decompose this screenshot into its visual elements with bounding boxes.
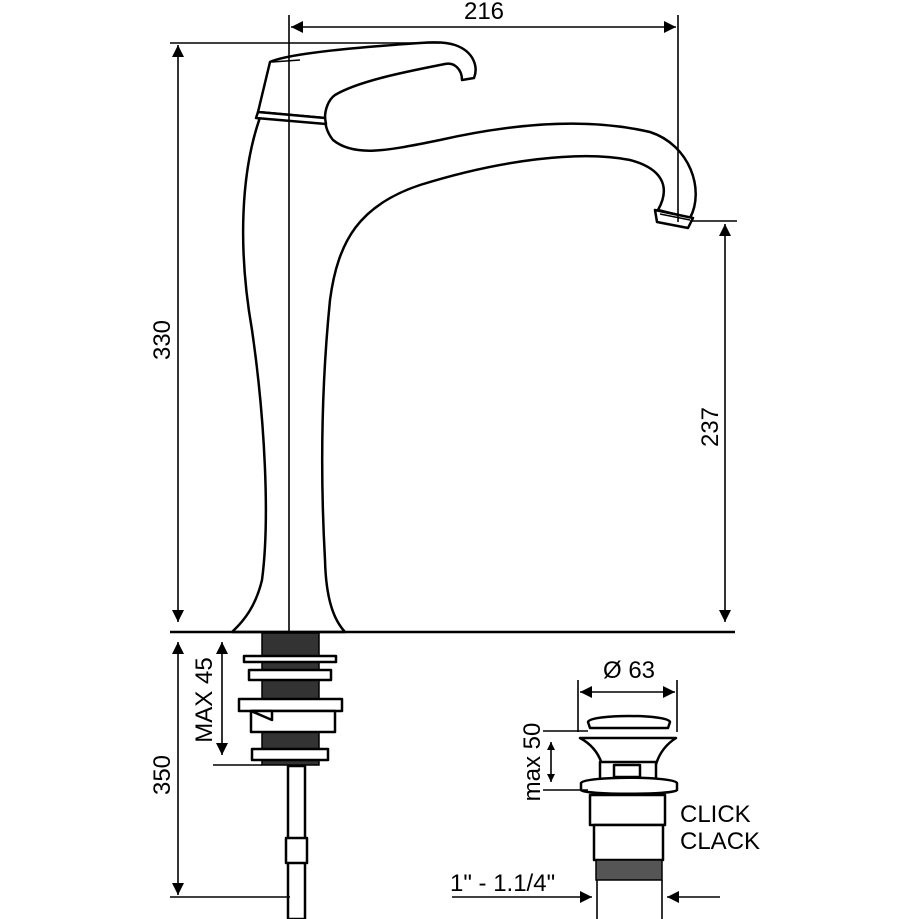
svg-text:MAX 45: MAX 45 [191,657,218,742]
dimension-350: 350 [149,642,290,898]
click-clack-waste [578,714,679,919]
dimension-237: 237 [690,220,737,622]
dimension-216: 216 [291,0,679,222]
svg-text:350: 350 [149,755,176,795]
dimension-max-50: max 50 [519,723,588,802]
dimension-thread: 1" - 1.1/4" [450,870,720,903]
svg-text:330: 330 [149,320,176,360]
svg-text:216: 216 [464,0,504,25]
svg-text:237: 237 [697,407,724,447]
dimension-max-45: MAX 45 [191,642,262,766]
svg-text:Ø 63: Ø 63 [603,657,655,684]
label-clack: CLACK [680,828,760,855]
dimension-diameter-63: Ø 63 [577,657,678,732]
svg-text:1" - 1.1/4": 1" - 1.1/4" [450,870,555,897]
label-click: CLICK [680,801,751,828]
shank-assembly [237,632,344,919]
svg-text:max 50: max 50 [519,723,546,802]
dimension-330: 330 [149,42,440,622]
faucet-body [230,41,697,634]
